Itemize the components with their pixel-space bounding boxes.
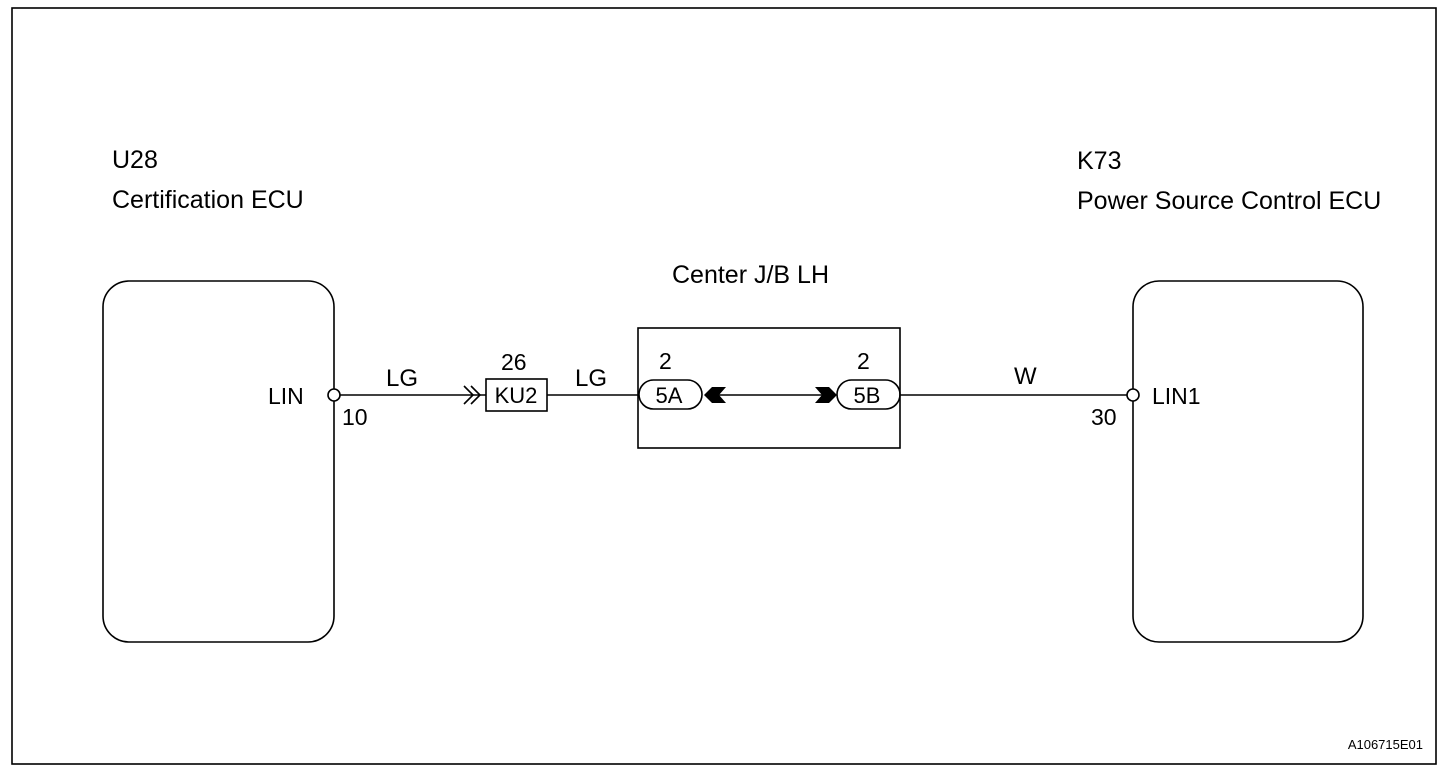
right-ecu-terminal <box>1126 388 1140 402</box>
left-ecu-code: U28 <box>112 146 158 174</box>
junction-left-arrow-icon <box>704 387 726 403</box>
junction-left-connector <box>638 379 703 410</box>
junction-right-arrow-icon <box>815 387 837 403</box>
inline-connector-pin: 26 <box>501 349 527 375</box>
right-ecu-code: K73 <box>1077 147 1121 175</box>
junction-right-connector-label: 5B <box>854 383 881 408</box>
wire-1-color-label: LG <box>386 365 418 392</box>
figure-code: A106715E01 <box>1348 737 1423 752</box>
right-ecu-box <box>1132 280 1364 643</box>
left-ecu-terminal-pin: 10 <box>342 404 368 430</box>
right-ecu-terminal-pin: 30 <box>1091 404 1117 430</box>
junction-block-box <box>637 327 901 449</box>
junction-block-name: Center J/B LH <box>672 261 829 289</box>
right-ecu-terminal-name: LIN1 <box>1152 383 1201 409</box>
junction-right-pin: 2 <box>857 348 870 374</box>
inline-connector-chevron-icon <box>463 385 482 405</box>
left-ecu-terminal <box>327 388 341 402</box>
left-ecu-name: Certification ECU <box>112 186 304 214</box>
right-ecu-name: Power Source Control ECU <box>1077 187 1381 215</box>
left-ecu-box <box>102 280 335 643</box>
inline-connector-label: KU2 <box>495 383 538 408</box>
left-ecu-terminal-name: LIN <box>268 383 304 409</box>
diagram-frame <box>11 7 1437 765</box>
junction-left-connector-label: 5A <box>656 383 683 408</box>
wire-2-color-label: LG <box>575 365 607 392</box>
junction-left-pin: 2 <box>659 348 672 374</box>
wire-3-color-label: W <box>1014 363 1037 390</box>
